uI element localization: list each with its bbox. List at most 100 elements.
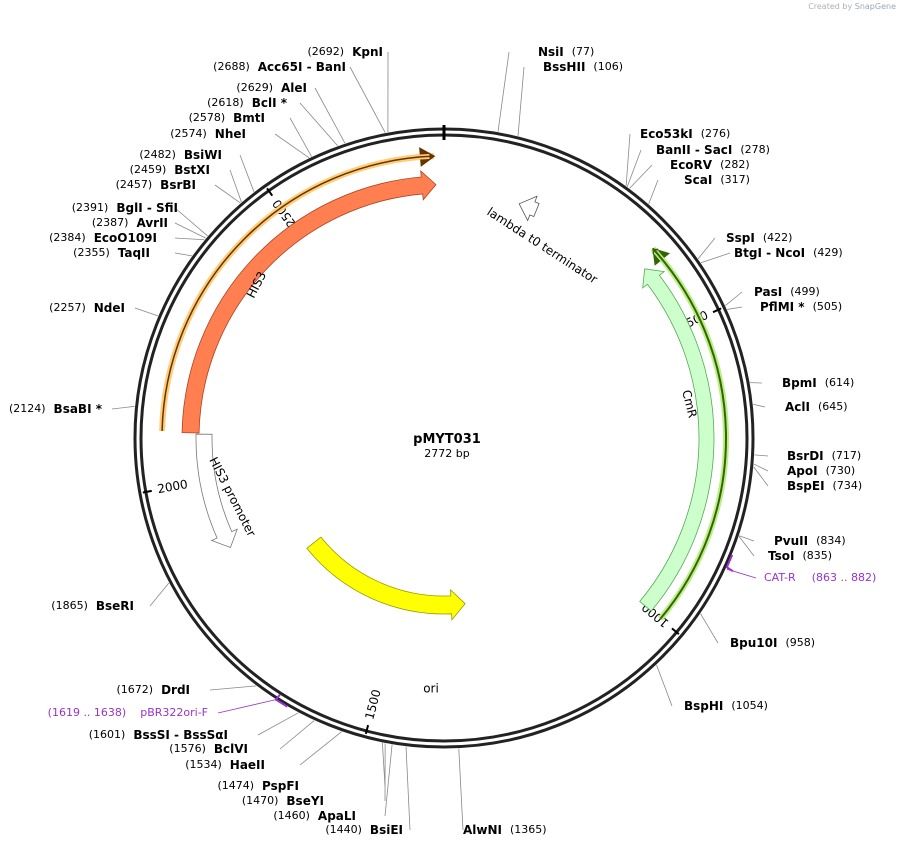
pbr322ori-f-primer-marker bbox=[274, 694, 288, 708]
site-name: NsiI bbox=[538, 45, 564, 59]
site-position: (2124) bbox=[9, 402, 46, 415]
site-position: (614) bbox=[825, 376, 855, 389]
site-leader bbox=[725, 291, 743, 306]
site-label[interactable]: Eco53kI(276) bbox=[640, 127, 730, 141]
site-label[interactable]: AlwNI(1365) bbox=[463, 823, 547, 837]
site-label[interactable]: ApoI(730) bbox=[787, 464, 855, 478]
site-name: ApaLI bbox=[318, 809, 356, 823]
site-position: (2574) bbox=[170, 127, 207, 140]
site-label[interactable]: (2257)NdeI bbox=[49, 301, 125, 315]
site-name: AclI bbox=[785, 400, 810, 414]
site-leader bbox=[381, 742, 386, 787]
site-label[interactable]: PvuII(834) bbox=[774, 534, 846, 548]
site-label[interactable]: BspEI(734) bbox=[787, 479, 862, 493]
site-leader bbox=[727, 306, 743, 310]
site-leader bbox=[497, 51, 510, 132]
site-label[interactable]: (2629)AleI bbox=[236, 81, 307, 95]
site-labels: NsiI (77) BssHII(106) Eco53kI(276) BanII - S… bbox=[9, 45, 862, 837]
site-leader bbox=[753, 463, 769, 472]
site-leader bbox=[239, 154, 255, 192]
site-label[interactable]: PasI(499) bbox=[754, 285, 820, 299]
site-label[interactable]: (1470)BseYI bbox=[242, 794, 324, 808]
site-label[interactable]: EcoRV(282) bbox=[670, 158, 750, 172]
site-position: (2355) bbox=[73, 246, 110, 259]
site-label[interactable]: (2459)BstXI bbox=[130, 163, 210, 177]
site-leader bbox=[625, 133, 631, 186]
site-position: (282) bbox=[720, 158, 750, 171]
site-label[interactable]: TsoI(835) bbox=[768, 549, 832, 563]
ori-arrow bbox=[306, 536, 466, 621]
site-position: (77) bbox=[572, 45, 595, 58]
site-label[interactable]: SspI(422) bbox=[726, 231, 792, 245]
site-label[interactable]: AclI (645) bbox=[785, 400, 848, 414]
site-label[interactable]: (2688)Acc65I - BanI bbox=[213, 60, 346, 74]
site-label[interactable]: (2618)BclI * bbox=[207, 96, 288, 110]
site-label[interactable]: BpmI(614) bbox=[782, 376, 854, 390]
site-leader bbox=[174, 237, 205, 241]
site-position: (2384) bbox=[49, 231, 86, 244]
cat-r-label[interactable]: CAT-R(863 .. 882) bbox=[764, 571, 876, 584]
site-label[interactable]: (2355)TaqII bbox=[73, 246, 150, 260]
plasmid-name: pMYT031 bbox=[413, 432, 481, 447]
site-label[interactable]: Bpu10I(958) bbox=[730, 636, 815, 650]
site-label[interactable]: (2124)BsaBI * bbox=[9, 402, 103, 416]
site-position: (422) bbox=[763, 231, 793, 244]
site-label[interactable]: (1474)PspFI bbox=[217, 779, 299, 793]
site-label[interactable]: BanII - SacI(278) bbox=[656, 143, 770, 157]
site-label[interactable]: (1576)BclVI bbox=[169, 742, 248, 756]
site-leader bbox=[299, 731, 342, 766]
site-position: (645) bbox=[818, 400, 848, 413]
site-label[interactable]: BsrDI (717) bbox=[787, 449, 861, 463]
site-label[interactable]: (2578)BmtI bbox=[189, 111, 265, 125]
site-label[interactable]: BspHI(1054) bbox=[684, 699, 768, 713]
site-position: (106) bbox=[593, 60, 623, 73]
site-leader bbox=[349, 66, 386, 133]
site-label[interactable]: (1865)BseRI bbox=[51, 599, 134, 613]
site-label[interactable]: (2692)KpnI bbox=[308, 45, 383, 59]
site-label[interactable]: NsiI (77) bbox=[538, 45, 594, 59]
site-position: (717) bbox=[832, 449, 862, 462]
site-label[interactable]: PflMI *(505) bbox=[760, 300, 842, 314]
site-label[interactable]: (2391)BglI - SfiI bbox=[72, 201, 178, 215]
site-label[interactable]: (1672)DrdI bbox=[116, 683, 190, 697]
site-leader bbox=[149, 582, 170, 607]
credit-prefix: Created by bbox=[808, 2, 853, 11]
site-position: (1365) bbox=[510, 823, 547, 836]
site-name: KpnI bbox=[352, 45, 383, 59]
site-label[interactable]: (2482)BsiWI bbox=[139, 148, 222, 162]
site-label[interactable]: (1534)HaeII bbox=[185, 758, 265, 772]
site-position: (1460) bbox=[273, 809, 310, 822]
his3-promoter-arrow bbox=[195, 433, 238, 549]
site-position: (958) bbox=[785, 636, 815, 649]
site-label[interactable]: (2387)AvrII bbox=[92, 216, 168, 230]
tick-mark bbox=[364, 724, 370, 735]
site-label[interactable]: (2384) EcoO109I bbox=[49, 231, 157, 245]
site-leader bbox=[405, 746, 411, 831]
site-leader bbox=[753, 466, 769, 487]
site-label[interactable]: (1460) ApaLI bbox=[273, 809, 356, 823]
site-label[interactable]: ScaI(317) bbox=[684, 173, 750, 187]
site-leader bbox=[700, 613, 719, 644]
site-label[interactable]: (1440)BsiEI bbox=[325, 823, 403, 837]
primer-name: CAT-R bbox=[764, 571, 796, 584]
site-leader bbox=[626, 149, 642, 187]
site-leader bbox=[274, 133, 310, 159]
site-leader bbox=[279, 720, 315, 750]
site-label[interactable]: BtgI - NcoI(429) bbox=[734, 246, 843, 260]
site-label[interactable]: BssHII(106) bbox=[543, 60, 623, 74]
site-label[interactable]: (2457)BsrBI bbox=[116, 178, 196, 192]
pbr322ori-f-label[interactable]: (1619 .. 1638)pBR322ori-F bbox=[48, 706, 208, 719]
site-name: BsrDI bbox=[787, 449, 824, 463]
site-label[interactable]: (1601)BssSI - BssSαI bbox=[89, 728, 228, 742]
site-position: (429) bbox=[813, 246, 843, 259]
site-name: EcoO109I bbox=[94, 231, 157, 245]
site-leader bbox=[314, 87, 346, 144]
site-label[interactable]: (2574)NheI bbox=[170, 127, 246, 141]
site-name: BglI - SfiI bbox=[116, 201, 178, 215]
site-position: (2387) bbox=[92, 216, 129, 229]
site-name: BsiWI bbox=[184, 148, 222, 162]
site-position: (2459) bbox=[130, 163, 167, 176]
site-leader bbox=[209, 685, 257, 691]
site-name: NdeI bbox=[94, 301, 125, 315]
